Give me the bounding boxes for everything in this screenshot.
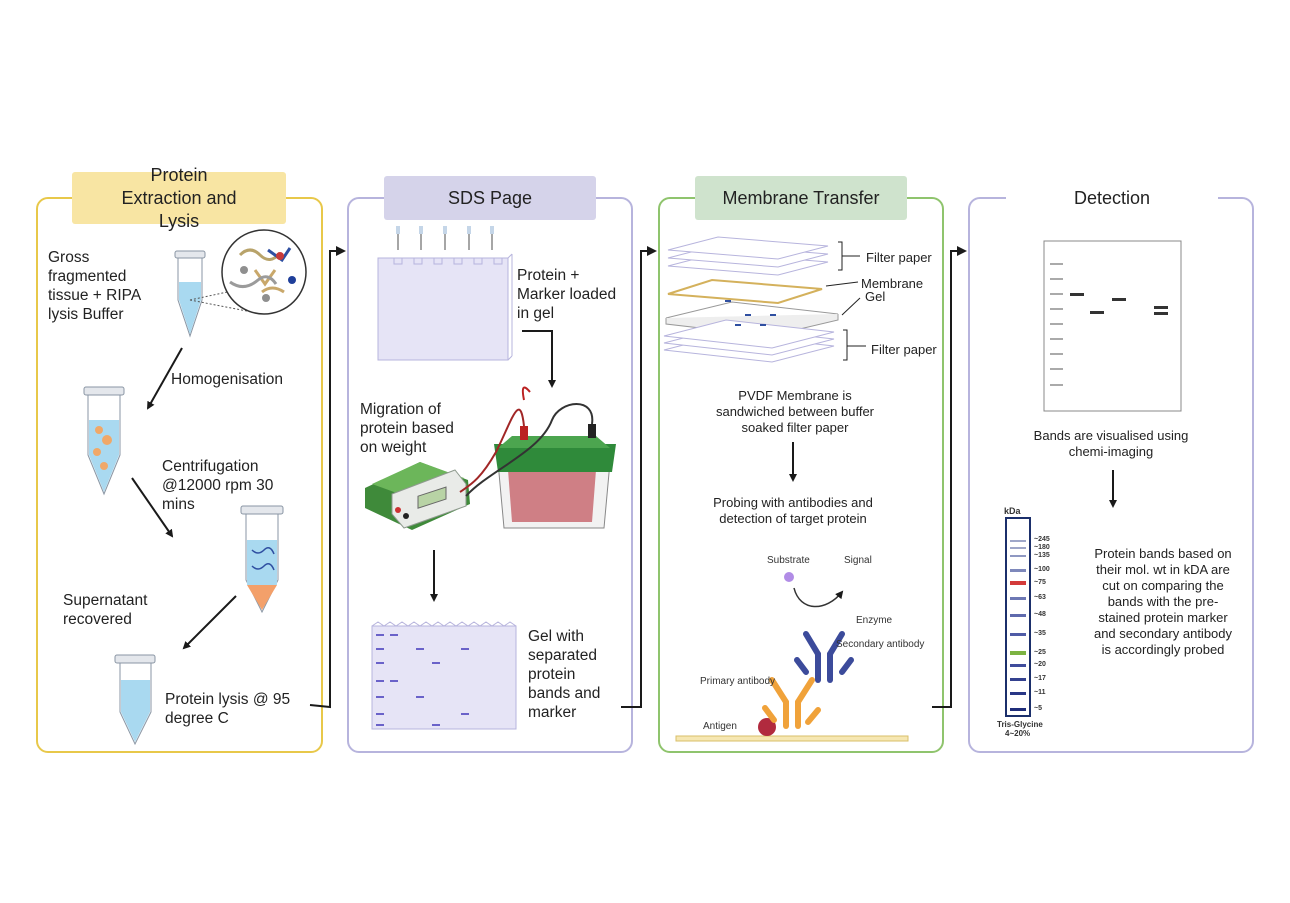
header-protein-extraction: Protein Extraction and Lysis bbox=[72, 165, 286, 231]
ladder-label: ~5 bbox=[1034, 705, 1042, 712]
ladder-label: ~100 bbox=[1034, 566, 1050, 573]
label-enzyme: Enzyme bbox=[856, 615, 893, 626]
label-antigen: Antigen bbox=[703, 721, 737, 732]
label-substrate: Substrate bbox=[767, 555, 810, 566]
ladder-label: ~48 bbox=[1034, 611, 1046, 618]
antibody-detection-icon bbox=[675, 572, 909, 742]
ladder-caption-gradient: 4~20% bbox=[1005, 729, 1031, 738]
header-detection: Detection bbox=[1006, 176, 1218, 220]
ladder-label: ~20 bbox=[1034, 661, 1046, 668]
label-protein-lysis: Protein lysis @ 95 degree C bbox=[165, 691, 291, 727]
header-sds-page: SDS Page bbox=[384, 176, 596, 220]
label-pvdf-note: PVDF Membrane is sandwiched between buff… bbox=[715, 388, 875, 435]
label-membrane: Membrane bbox=[861, 276, 924, 291]
result-gel-icon bbox=[371, 621, 517, 730]
header-membrane-transfer: Membrane Transfer bbox=[695, 176, 907, 220]
tube-icon-4 bbox=[114, 654, 156, 746]
label-gel-result: Gel with separated protein bands and mar… bbox=[528, 628, 601, 721]
ladder-label: ~245 bbox=[1034, 536, 1050, 543]
transfer-brackets bbox=[825, 241, 866, 361]
label-migration: Migration of protein based on weight bbox=[360, 401, 454, 456]
label-filter-paper-top: Filter paper bbox=[866, 250, 932, 265]
ladder-label: ~63 bbox=[1034, 594, 1046, 601]
ladder-label: ~17 bbox=[1034, 675, 1046, 682]
step-arrow-centrifugation bbox=[131, 477, 174, 538]
transfer-gel-bands bbox=[725, 300, 776, 326]
ladder-unit-label: kDa bbox=[1004, 506, 1021, 516]
blot-image-icon bbox=[1043, 240, 1182, 412]
label-protein-marker-loaded: Protein + Marker loaded in gel bbox=[517, 267, 617, 322]
electrophoresis-tank-icon bbox=[459, 386, 616, 529]
tube-icon-1 bbox=[174, 250, 206, 338]
label-cut-note: Protein bands based on their mol. wt in … bbox=[1093, 546, 1233, 657]
label-filter-paper-bottom: Filter paper bbox=[871, 342, 937, 357]
label-centrifugation: Centrifugation @12000 rpm 30 mins bbox=[162, 458, 274, 513]
label-gross-tissue: Gross fragmented tissue + RIPA lysis Buf… bbox=[48, 249, 141, 323]
connector-arrow-3 bbox=[932, 246, 967, 708]
step-arrow-homogenisation bbox=[147, 347, 183, 410]
connector-arrow-1 bbox=[309, 246, 346, 709]
label-probing-note: Probing with antibodies and detection of… bbox=[713, 495, 873, 526]
ladder-label: ~75 bbox=[1034, 579, 1046, 586]
step-arrow-to-tank bbox=[522, 330, 556, 388]
gel-loading-icon bbox=[377, 226, 513, 361]
label-gel: Gel bbox=[865, 289, 886, 304]
zoom-circle-icon bbox=[189, 229, 307, 315]
label-signal: Signal bbox=[844, 555, 872, 566]
tube-icon-3 bbox=[240, 505, 284, 614]
label-visualised: Bands are visualised using chemi-imaging bbox=[1033, 428, 1189, 459]
ladder-label: ~135 bbox=[1034, 552, 1050, 559]
connector-arrow-2 bbox=[621, 246, 657, 708]
ladder-label: ~11 bbox=[1034, 689, 1046, 696]
label-homogenisation: Homogenisation bbox=[171, 371, 284, 388]
ladder-caption-gel-type: Tris-Glycine bbox=[997, 720, 1043, 729]
power-supply-icon bbox=[365, 462, 470, 530]
ladder-label: ~180 bbox=[1034, 544, 1050, 551]
tube-icon-2 bbox=[83, 386, 125, 496]
ladder-label: ~25 bbox=[1034, 649, 1046, 656]
protein-ladder-icon bbox=[1005, 517, 1031, 717]
label-primary-antibody: Primary antibody bbox=[700, 676, 776, 687]
step-arrow-supernatant bbox=[182, 595, 237, 650]
transfer-stack-icon bbox=[663, 236, 839, 363]
label-supernatant: Supernatant recovered bbox=[63, 592, 148, 628]
ladder-label: ~35 bbox=[1034, 630, 1046, 637]
label-secondary-antibody: Secondary antibody bbox=[836, 639, 925, 650]
